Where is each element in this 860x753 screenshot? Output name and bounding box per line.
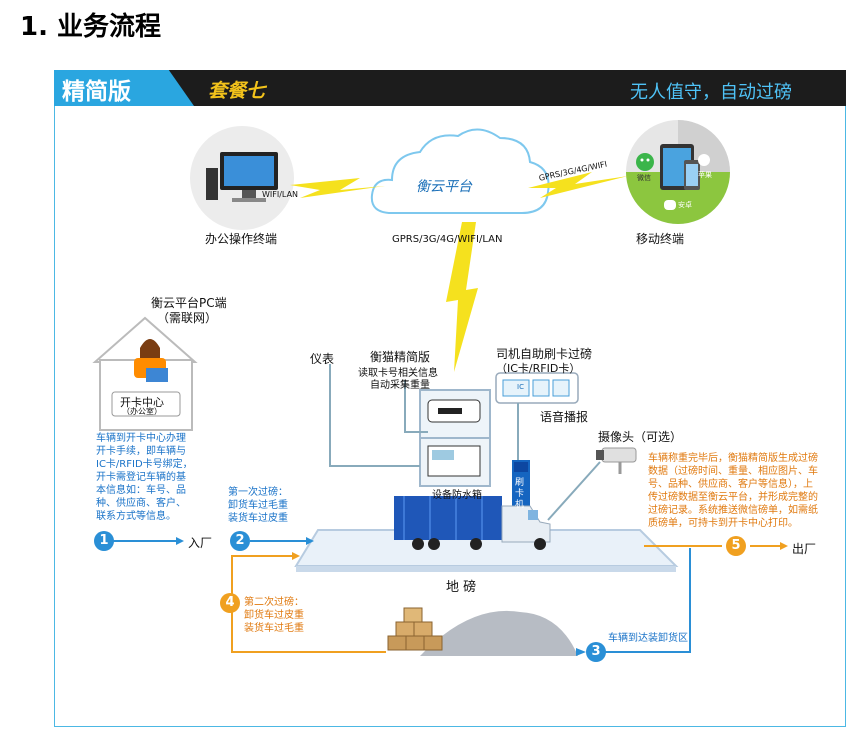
truck (394, 496, 551, 550)
wechat-icon (636, 153, 654, 171)
android-label: 安卓 (678, 201, 692, 209)
office-link-label: WIFI/LAN (262, 190, 299, 199)
bolt-cloud-mobile (528, 172, 628, 198)
camera-label: 摄像头（可选） (598, 430, 683, 444)
office-label: 办公操作终端 (205, 232, 278, 246)
waterbox-label: 设备防水箱 (432, 490, 482, 501)
mobile-label: 移动终端 (636, 232, 685, 246)
selfcard-title: 司机自助刷卡过磅 (496, 347, 593, 361)
flow-arrows (112, 537, 788, 656)
package-label: 套餐七 (208, 80, 266, 102)
bolt-office-cloud (290, 178, 385, 198)
cargo-pile (387, 607, 578, 656)
bolt-cloud-down (446, 222, 478, 372)
cloud-shape (370, 128, 550, 214)
meter-label: 仪表 (310, 352, 335, 366)
android-icon (664, 200, 676, 210)
cloud-down-link-label: GPRS/3G/4G/WIFI/LAN (392, 234, 503, 245)
step-2-marker: 2 (230, 531, 250, 551)
version-label: 精简版 (62, 79, 131, 105)
note-step3: 车辆到达装卸货区 (608, 633, 688, 644)
card-center-title: 开卡中心 (120, 396, 164, 409)
waterproof-box (419, 389, 491, 487)
camera-icon (596, 447, 637, 474)
note-second-weigh: 第二次过磅：卸货车过皮重装货车过毛重 (244, 597, 304, 634)
pc-client-subtitle: （需联网） (157, 311, 218, 325)
step-5-marker: 5 (726, 536, 746, 556)
version-tab (54, 70, 194, 106)
note-complete: 车辆称重完毕后，衡猫精简版生成过磅数据（过磅时间、重量、相应图片、车号、品种、供… (648, 453, 818, 529)
exit-label: 出厂 (792, 542, 817, 556)
apple-icon (698, 154, 710, 166)
note-first-weigh: 第一次过磅：卸货车过毛重装货车过皮重 (228, 487, 288, 524)
voice-label: 语音播报 (540, 410, 589, 424)
step-1-marker: 1 (94, 531, 114, 551)
cloud-label: 衡云平台 (416, 179, 472, 195)
step-4-marker: 4 (220, 593, 240, 613)
scale-platform (294, 529, 679, 572)
hengmao-title: 衡猫精简版 (370, 350, 431, 364)
apple-label: 苹果 (698, 171, 712, 179)
step-3-marker: 3 (586, 642, 606, 662)
hengmao-line2: 自动采集重量 (370, 380, 430, 391)
pc-client-title: 衡云平台PC端 (151, 296, 227, 310)
page-heading: 1. 业务流程 (20, 12, 162, 42)
card-reader-label: 刷卡机 (515, 478, 525, 510)
ic-card-label: IC (517, 383, 524, 391)
computer-icon (206, 152, 278, 202)
card-center-house (92, 316, 198, 431)
entrance-label: 入厂 (188, 536, 213, 550)
hengmao-line1: 读取卡号相关信息 (358, 368, 438, 379)
tablet-icon (660, 144, 700, 190)
card-device (495, 372, 579, 404)
connector-lines (329, 364, 601, 521)
slogan-label: 无人值守，自动过磅 (630, 82, 792, 103)
wechat-label: 微信 (637, 174, 651, 182)
card-center-subtitle: （办公室） (122, 407, 162, 416)
scale-label: 地 磅 (446, 580, 477, 595)
selfcard-subtitle: （IC卡/RFID卡） (496, 362, 581, 375)
